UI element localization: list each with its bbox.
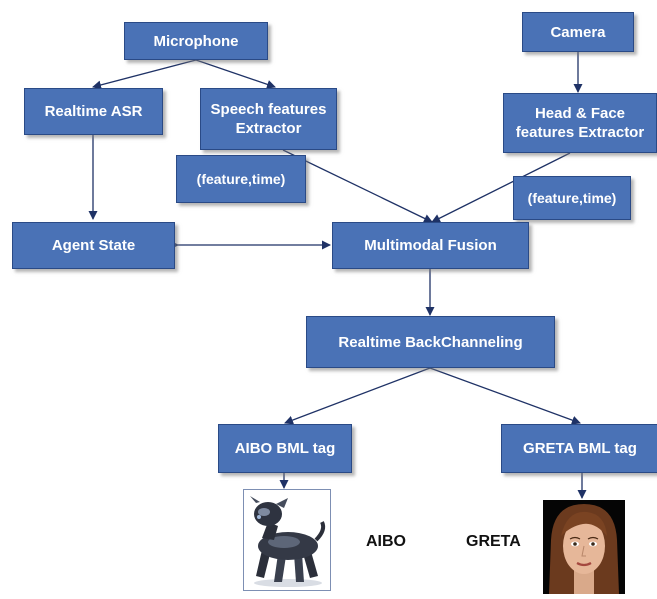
realtime-backchanneling-box: Realtime BackChanneling <box>306 316 555 368</box>
aibo-caption: AIBO <box>366 533 406 550</box>
agent-state-box: Agent State <box>12 222 175 269</box>
arrow-mic-to-asr <box>92 59 197 90</box>
head-face-features-extractor-box: Head & Face features Extractor <box>503 93 657 153</box>
feature-time-tag-left: (feature,time) <box>176 155 306 203</box>
arrow-backchannel-to-greta-bml <box>429 367 581 425</box>
greta-avatar-image <box>543 500 625 594</box>
arrow-backchannel-to-aibo-bml <box>284 367 431 425</box>
arrow-speech-to-fusion <box>282 149 433 223</box>
speech-features-extractor-box: Speech features Extractor <box>200 88 337 150</box>
aibo-bml-tag-box: AIBO BML tag <box>218 424 352 473</box>
microphone-box: Microphone <box>124 22 268 60</box>
aibo-robot-image <box>243 489 331 591</box>
arrow-mic-to-speech <box>195 59 276 89</box>
multimodal-fusion-box: Multimodal Fusion <box>332 222 529 269</box>
feature-time-tag-right: (feature,time) <box>513 176 631 220</box>
realtime-asr-box: Realtime ASR <box>24 88 163 135</box>
arrow-headface-to-fusion <box>431 152 571 223</box>
camera-box: Camera <box>522 12 634 52</box>
greta-bml-tag-box: GRETA BML tag <box>501 424 657 473</box>
greta-caption: GRETA <box>466 533 521 550</box>
